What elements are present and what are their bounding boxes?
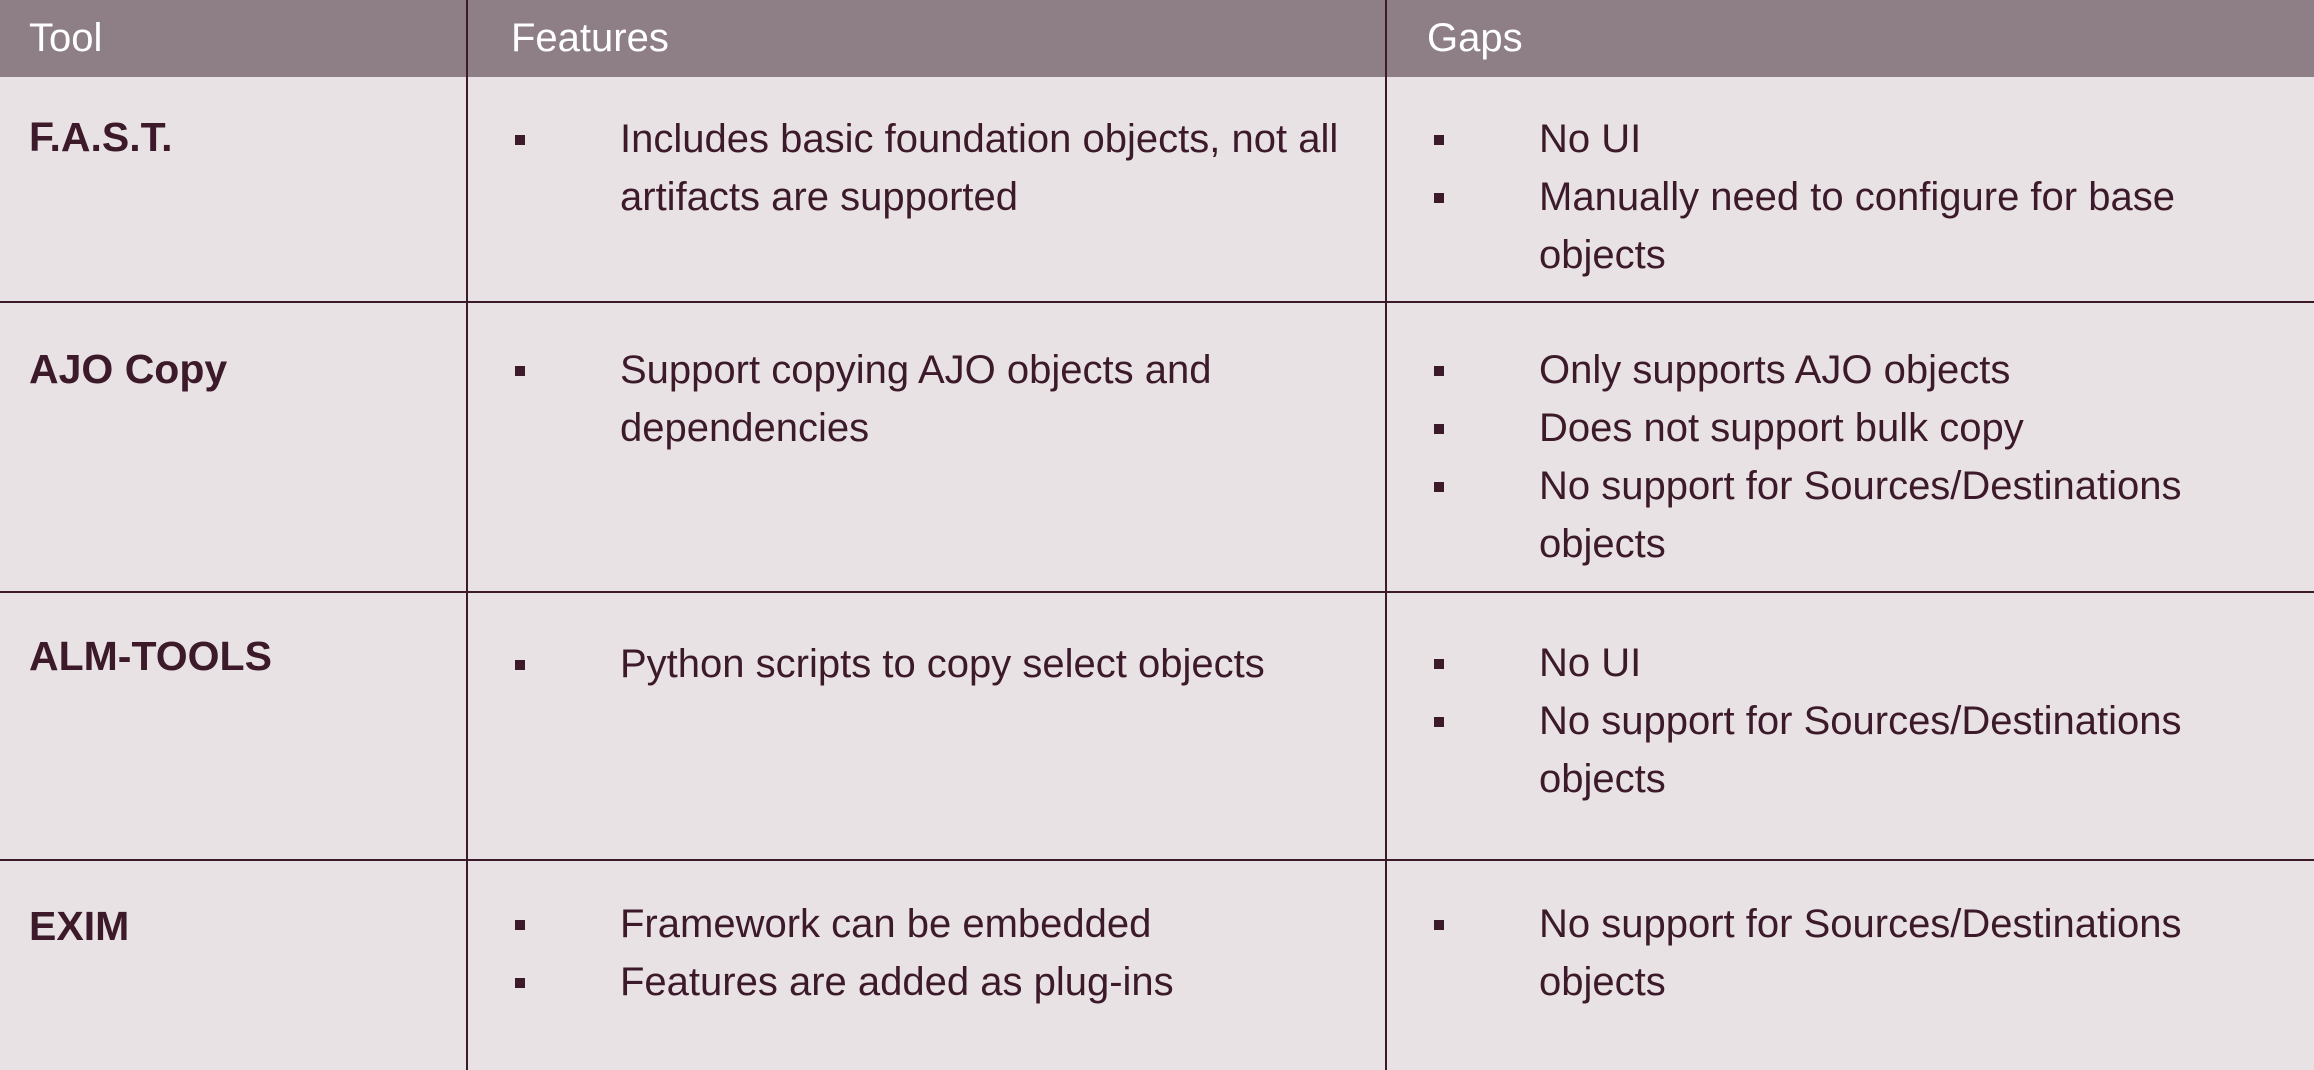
bullet-icon (1434, 193, 1444, 203)
list-item: Manually need to configure for base obje… (1434, 168, 2279, 284)
row-divider-3 (0, 859, 2314, 861)
bullet-icon (1434, 482, 1444, 492)
features-list: Python scripts to copy select objects (515, 635, 1340, 693)
table-header: Tool Features Gaps (0, 0, 2314, 77)
bullet-icon (1434, 659, 1444, 669)
list-item: No support for Sources/Destinations obje… (1434, 457, 2279, 573)
tool-name: ALM-TOOLS (29, 633, 272, 679)
bullet-icon (515, 978, 525, 988)
tool-name: AJO Copy (29, 346, 228, 392)
tool-name: F.A.S.T. (29, 114, 173, 160)
row-divider-1 (0, 301, 2314, 303)
header-tool: Tool (29, 16, 103, 60)
gaps-list: No UI Manually need to configure for bas… (1434, 110, 2279, 284)
gaps-list: No UI No support for Sources/Destination… (1434, 634, 2279, 808)
features-list: Support copying AJO objects and dependen… (515, 341, 1340, 457)
list-item: No support for Sources/Destinations obje… (1434, 895, 2279, 1011)
list-item: Python scripts to copy select objects (515, 635, 1340, 693)
gaps-list: Only supports AJO objects Does not suppo… (1434, 341, 2279, 573)
row-divider-2 (0, 591, 2314, 593)
bullet-icon (1434, 424, 1444, 434)
column-divider-2 (1385, 0, 1387, 1070)
list-item: Features are added as plug-ins (515, 953, 1340, 1011)
column-divider-1 (466, 0, 468, 1070)
header-features: Features (511, 16, 669, 60)
table-row: AJO Copy Support copying AJO objects and… (0, 303, 2314, 591)
gaps-list: No support for Sources/Destinations obje… (1434, 895, 2279, 1011)
bullet-icon (1434, 366, 1444, 376)
features-list: Includes basic foundation objects, not a… (515, 110, 1340, 226)
list-item: Does not support bulk copy (1434, 399, 2279, 457)
tool-name: EXIM (29, 903, 130, 949)
table-row: ALM-TOOLS Python scripts to copy select … (0, 593, 2314, 859)
bullet-icon (515, 920, 525, 930)
list-item: No support for Sources/Destinations obje… (1434, 692, 2279, 808)
bullet-icon (1434, 135, 1444, 145)
bullet-icon (515, 366, 525, 376)
list-item: Only supports AJO objects (1434, 341, 2279, 399)
table-row: EXIM Framework can be embedded Features … (0, 861, 2314, 1070)
list-item: No UI (1434, 110, 2279, 168)
bullet-icon (1434, 920, 1444, 930)
table-row: F.A.S.T. Includes basic foundation objec… (0, 77, 2314, 301)
list-item: Support copying AJO objects and dependen… (515, 341, 1340, 457)
bullet-icon (1434, 717, 1444, 727)
features-list: Framework can be embedded Features are a… (515, 895, 1340, 1011)
header-gaps: Gaps (1427, 16, 1523, 60)
list-item: No UI (1434, 634, 2279, 692)
list-item: Includes basic foundation objects, not a… (515, 110, 1340, 226)
bullet-icon (515, 660, 525, 670)
bullet-icon (515, 135, 525, 145)
list-item: Framework can be embedded (515, 895, 1340, 953)
